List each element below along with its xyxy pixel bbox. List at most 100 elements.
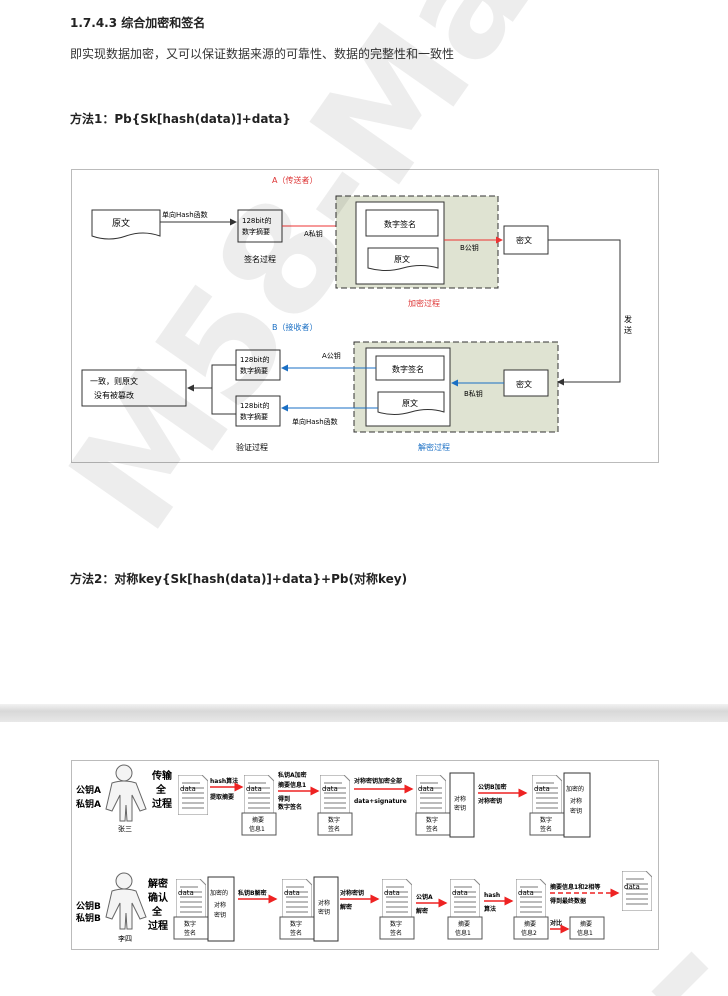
person-zhangsan-icon [105,764,147,822]
b-public-label: B公钥 [460,243,479,252]
pk-b-encrypt-label: 公钥B加密 [478,783,507,791]
sig3-a: 数字 [540,816,552,824]
sig1-a: 数字 [328,816,340,824]
enc-2: 对称 [570,797,582,805]
sig5-a: 数字 [290,920,302,928]
sign-process-label: 签名过程 [244,254,276,264]
b-digest1-line2: 数字摘要 [240,366,268,375]
page-break [0,704,728,722]
data-doc-6 [176,879,206,919]
data-label-6: data [178,889,194,897]
digest-box-final [569,916,605,940]
figure-1-diagram: A（传送者） 原文 单向Hash函数 128bit的 数字摘要 签名过程 A私钥… [71,169,659,463]
verify-process-label: 验证过程 [236,442,268,452]
enc-key-box [563,772,591,838]
sig1-b: 签名 [328,825,340,833]
data-doc-10 [516,879,546,919]
decrypt-process-label: 解密过程 [418,442,450,452]
data-doc-final [622,871,652,911]
zhangsan-label: 张三 [118,824,132,833]
data-label-1: data [180,785,196,793]
sym-encrypt-label: 对称密钥加密全部 [354,777,402,785]
data-doc-4 [416,775,446,815]
sig-box-6 [379,916,415,940]
watermark-stroke [651,951,709,996]
digest-box [237,209,283,243]
data-doc-8 [382,879,412,919]
digest-final-b: 信息1 [577,929,593,937]
a-sender-title: A（传送者） [272,175,317,185]
data-label-7: data [284,889,300,897]
enc2-2: 对称 [214,901,226,909]
b-digest1-line1: 128bit的 [240,355,270,364]
encrypt-process-label: 加密过程 [408,298,440,308]
ciphertext-label: 密文 [516,235,532,245]
data-doc-2 [244,775,274,815]
pk-b-label: 公钥B [76,900,101,912]
intro-text: 即实现数据加密，又可以保证数据来源的可靠性、数据的完整性和一致性 [70,47,455,61]
sig2-b: 签名 [426,825,438,833]
a-private-label: A私钥 [304,229,323,238]
original-doc-shape [367,247,439,271]
data-label-3: data [322,785,338,793]
sk-a-label: 私钥A [75,798,101,810]
digest1-box [241,812,277,836]
transfer-1: 传输 [151,769,173,782]
digest-final-a: 摘要 [580,920,592,928]
sym-key-box [449,772,475,838]
consistent-line1: 一致，则原文 [90,376,138,386]
section-title: 1.7.4.3 综合加密和签名 [70,16,206,30]
data-label-9: data [452,889,468,897]
figure-2-diagram: 张三 公钥A 私钥A 传输 全 过程 data hash算法 提取摘要 data… [71,760,659,950]
method-2-heading: 方法2：对称key{Sk[hash(data)]+data}+Pb(对称key) [70,572,408,586]
data-label-4: data [418,785,434,793]
get-sig-label: 数字签名 [278,803,302,811]
sym-key2-b: 密钥 [318,908,330,916]
hash-1: hash [484,892,500,899]
sig4-b: 签名 [184,929,196,937]
compare-bracket [211,364,236,415]
extract-digest-label: 提取摘要 [210,793,234,801]
pk-a-decrypt-2: 解密 [416,907,428,915]
one-way-hash-label: 单向Hash函数 [162,210,208,219]
sym-key-a: 对称 [454,795,466,803]
compare-label: 对比 [550,919,562,927]
digest2a-b: 信息1 [455,929,471,937]
data-doc-3 [320,775,350,815]
sig4-a: 数字 [184,920,196,928]
b-ciphertext-label: 密文 [516,379,532,389]
digest2a-a: 摘要 [458,920,470,928]
sig-box-1 [317,812,353,836]
data-label-10: data [518,889,534,897]
compare-text-2: 得到最终数据 [549,897,586,905]
method-1-heading: 方法1：Pb{Sk[hash(data)]+data} [70,112,291,126]
dec-doc-shape [377,391,445,415]
sig5-b: 签名 [290,929,302,937]
decrypt-3: 全 [151,905,163,918]
transfer-2: 全 [155,783,167,796]
decrypt-4: 过程 [148,919,168,932]
plaintext-label: 原文 [112,217,130,229]
sym-key-label: 对称密钥 [478,797,502,805]
digest2b-a: 摘要 [524,920,536,928]
get-label: 得到 [277,795,290,803]
data-label-8: data [384,889,400,897]
decrypt-2: 确认 [148,891,169,904]
compare-text-1: 摘要信息1和2相等 [550,883,600,891]
b-hash-label: 单向Hash函数 [292,417,338,426]
data-label-5: data [534,785,550,793]
digest-line2: 数字摘要 [242,227,270,236]
enc-key-box-2 [207,876,235,942]
data-doc-7 [282,879,312,919]
digest-box-2b [513,916,549,940]
plaintext-doc-shape [91,209,161,240]
sym-key2-a: 对称 [318,899,330,907]
dec-sig-label: 数字签名 [392,364,424,374]
sym-key-box-2 [313,876,339,942]
b-digest2-line2: 数字摘要 [240,412,268,421]
b-digest-box-1 [235,349,281,381]
digest2b-b: 信息2 [521,929,537,937]
pk-a-decrypt-1: 公钥A [416,893,433,901]
send-label-2: 送 [624,325,632,335]
sym-decrypt-1: 对称密钥 [340,889,364,897]
